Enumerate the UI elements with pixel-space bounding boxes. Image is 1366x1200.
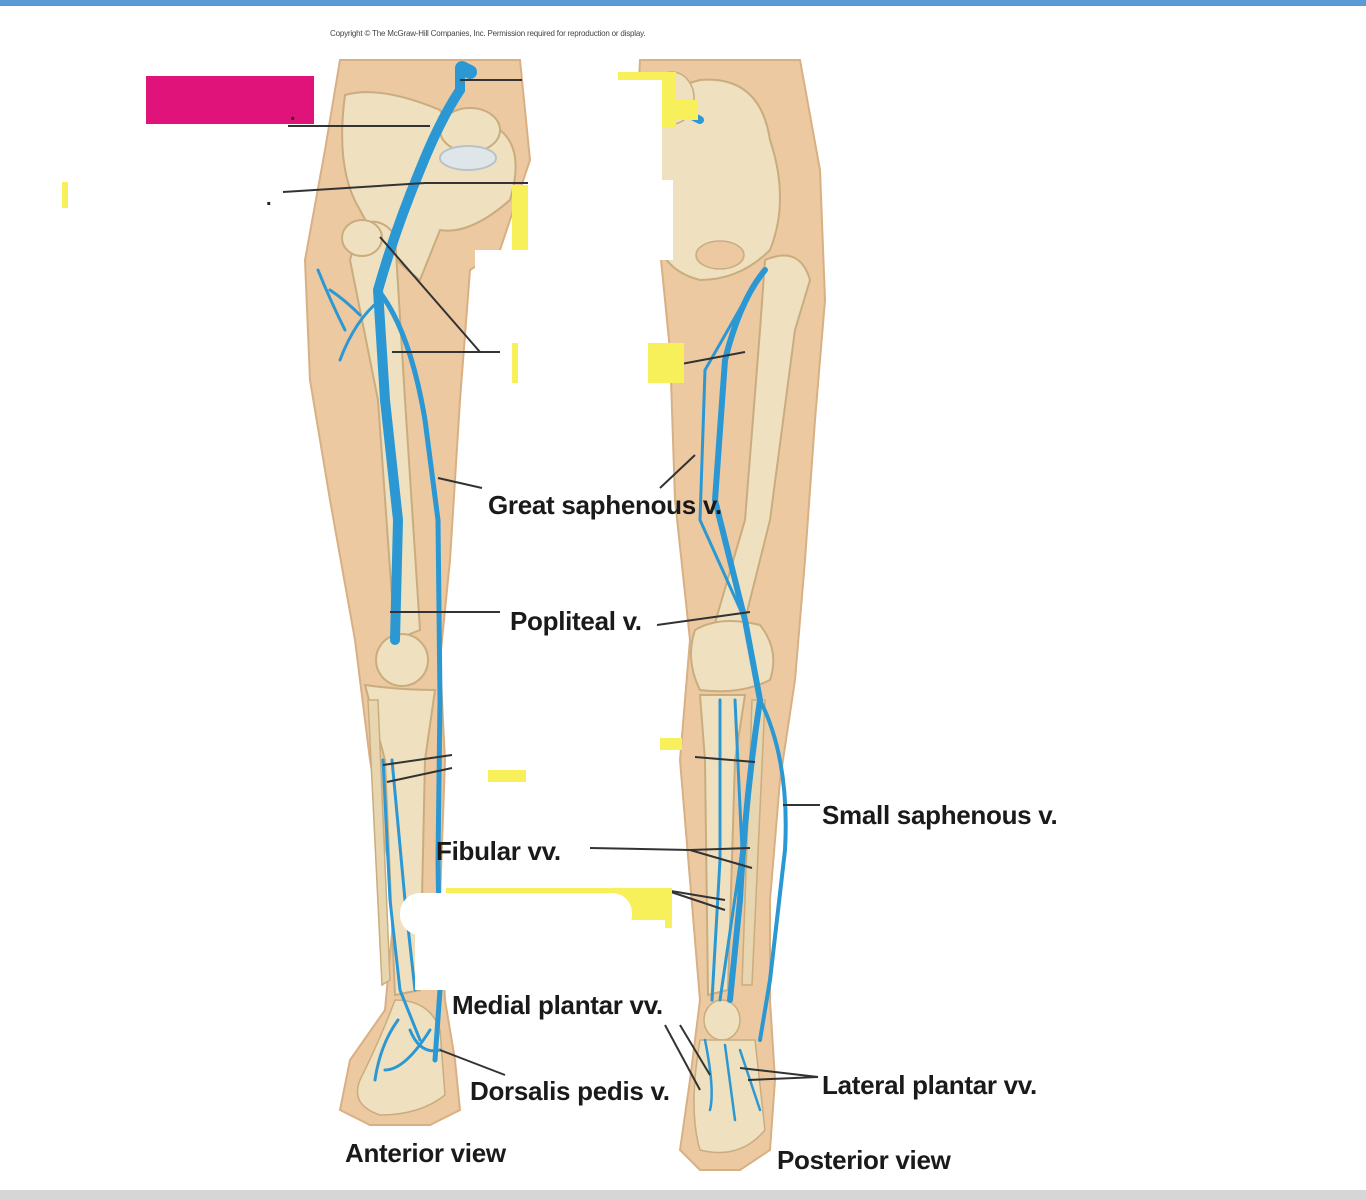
label-great-saphenous: Great saphenous v. (488, 490, 722, 520)
label-small-saphenous: Small saphenous v. (822, 800, 1058, 830)
posterior-leg (589, 59, 827, 1171)
label-fibular: Fibular vv. (436, 836, 561, 866)
svg-text:.: . (290, 103, 296, 125)
label-medial-plantar: Medial plantar vv. (452, 990, 663, 1020)
anterior-foot-bones (356, 999, 446, 1116)
obturator-foramen (695, 240, 745, 270)
white-redaction-hip (475, 250, 645, 345)
posterior-leader-lines (589, 351, 820, 1091)
white-redaction-thigh (518, 340, 648, 385)
calcaneus (703, 999, 741, 1041)
window-bottom-border (0, 1190, 1366, 1200)
femoral-head (341, 219, 383, 257)
anterior-patella (375, 633, 429, 687)
label-lateral-plantar: Lateral plantar vv. (822, 1070, 1037, 1100)
anterior-leg (282, 59, 532, 1126)
anterior-fibula (367, 699, 391, 987)
label-posterior-view: Posterior view (777, 1145, 951, 1175)
label-dorsalis-pedis: Dorsalis pedis v. (470, 1076, 670, 1106)
white-redaction-mid (528, 180, 673, 260)
window-top-border (0, 0, 1366, 6)
anterior-leader-lines (282, 79, 530, 1076)
yellow-highlight-shin (660, 738, 682, 750)
white-redaction-ankle (415, 920, 665, 990)
yellow-highlight-left-margin (62, 182, 68, 208)
label-popliteal: Popliteal v. (510, 606, 642, 636)
pink-highlight-bar (146, 76, 314, 124)
posterior-knee (690, 620, 775, 693)
svg-text:.: . (266, 188, 272, 210)
yellow-highlight-shin-left (488, 770, 526, 782)
copyright-notice: Copyright © The McGraw-Hill Companies, I… (330, 29, 646, 38)
lumbar-vertebra-lower (439, 145, 497, 171)
white-redaction-top (532, 80, 662, 180)
label-anterior-view: Anterior view (345, 1138, 506, 1168)
yellow-highlight-right-edge (676, 100, 698, 120)
annotation-marks: . . (62, 72, 698, 990)
